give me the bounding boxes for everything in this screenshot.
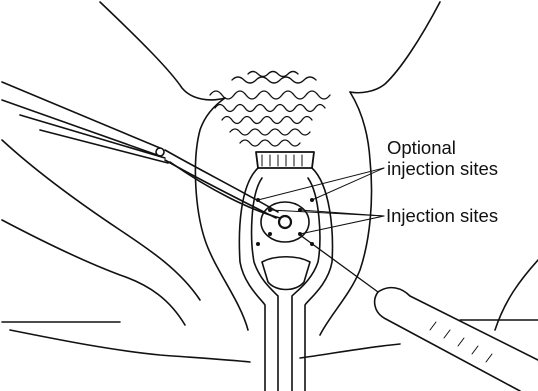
optional-label-line2: injection sites [387, 158, 498, 179]
optional-label-line1: Optional [387, 137, 498, 158]
leader-lines [258, 168, 384, 234]
pubic-hair [210, 72, 330, 147]
injection-sites-label: Injection sites [386, 205, 498, 226]
tenaculum-forceps [2, 82, 280, 218]
optional-injection-sites-label: Optional injection sites [387, 137, 498, 179]
thigh-outlines [2, 2, 538, 362]
